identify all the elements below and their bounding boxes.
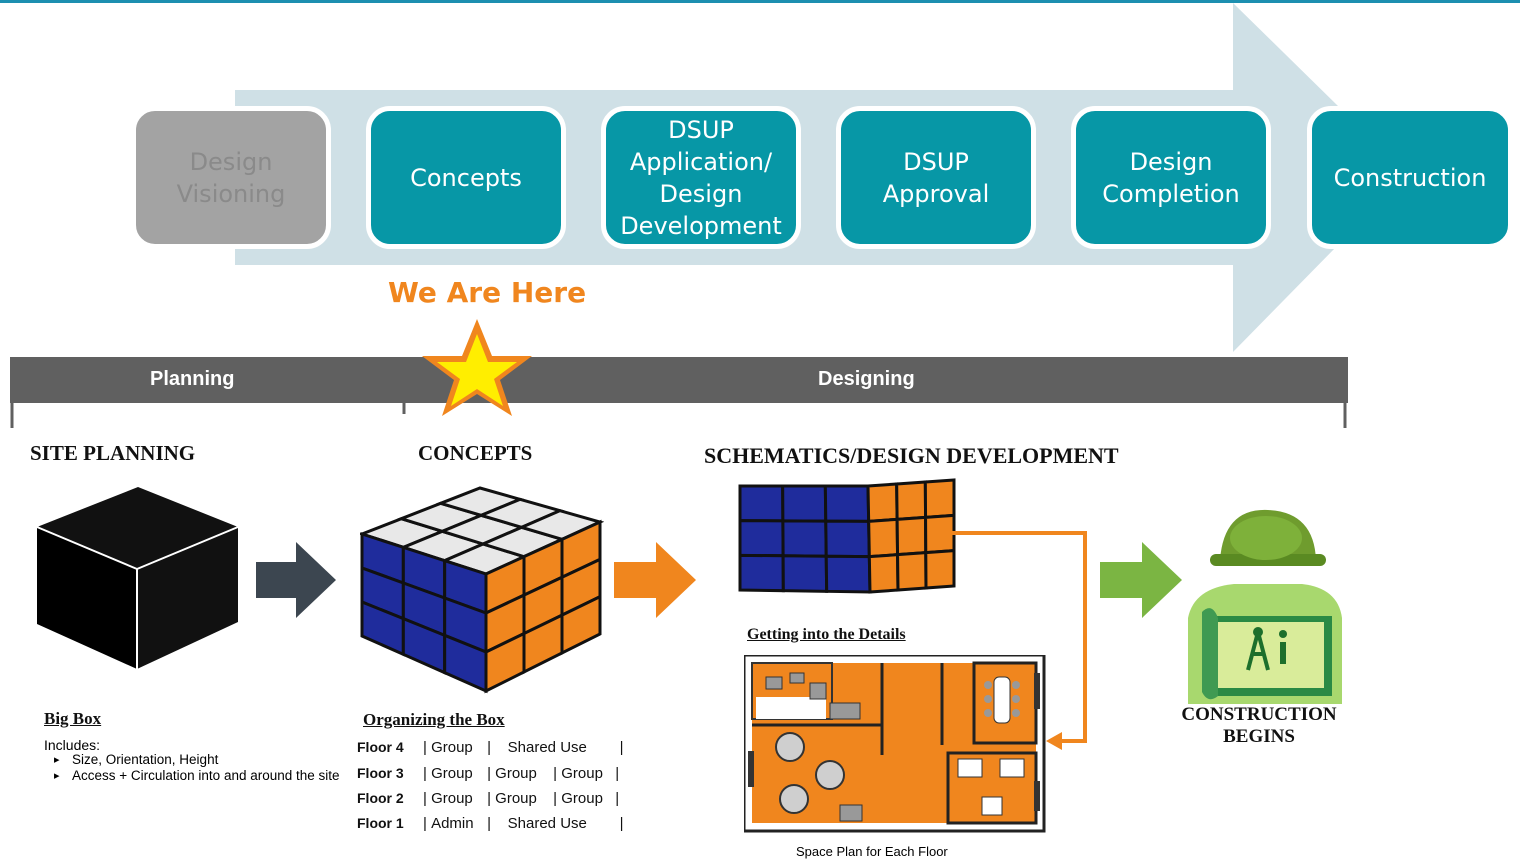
star-icon <box>422 319 532 416</box>
details-heading: Getting into the Details <box>747 626 906 643</box>
site-planning-title: SITE PLANNING <box>30 441 196 465</box>
floor-segment: Admin <box>431 815 474 832</box>
cube-right-tile <box>866 482 899 523</box>
floor-row: Floor 3| Group| Group| Group| <box>357 765 620 782</box>
big-box-cube <box>36 487 239 669</box>
step-dsup-application[interactable]: DSUP Application/ Design Development <box>601 106 801 249</box>
cube-front-tile <box>781 484 828 523</box>
floor-label: Floor 3 <box>357 765 404 781</box>
includes-label: Includes: <box>44 737 101 753</box>
cube-right-tile <box>896 551 928 592</box>
floor-segment: Shared Use <box>507 815 587 832</box>
floor-segment: Group <box>495 790 537 807</box>
includes-list: Size, Orientation, Height Access + Circu… <box>46 752 352 784</box>
floor-segment: Shared Use <box>507 739 587 756</box>
cube-front-tile <box>738 553 785 593</box>
floor-row: Floor 4| Group| Shared Use| <box>357 739 624 756</box>
cube-front-tile <box>738 484 785 523</box>
floor-row: Floor 1| Admin| Shared Use| <box>357 815 624 832</box>
phase-planning-label: Planning <box>150 368 235 390</box>
floor-label: Floor 2 <box>357 790 404 806</box>
construction-begins-title: CONSTRUCTION BEGINS <box>1164 704 1354 748</box>
we-are-here-label: We Are Here <box>388 276 587 309</box>
dark-arrow-icon <box>256 542 336 618</box>
floor-row: Floor 2| Group| Group| Group| <box>357 790 620 807</box>
cube-right-tile <box>867 553 900 594</box>
construction-worker-icon <box>1188 509 1342 704</box>
green-arrow-icon <box>1100 542 1182 618</box>
big-box-heading: Big Box <box>44 709 102 728</box>
floor-label: Floor 1 <box>357 815 404 831</box>
floor-label: Floor 4 <box>357 739 404 755</box>
list-item: Size, Orientation, Height <box>54 752 352 768</box>
cube-right-tile <box>895 515 928 557</box>
phase-brackets <box>10 400 1347 428</box>
cube-front-tile <box>738 519 785 558</box>
cube-front-tile <box>781 554 829 593</box>
step-concepts[interactable]: Concepts <box>366 106 566 249</box>
organizing-box-heading: Organizing the Box <box>363 710 505 729</box>
cube-front-tile <box>781 519 828 558</box>
floor-segment: Group <box>431 739 473 756</box>
floor-segment: Group <box>431 765 473 782</box>
phase-designing-label: Designing <box>818 368 915 390</box>
cube-right-tile <box>895 480 928 521</box>
step-design-visioning[interactable]: Design Visioning <box>131 106 331 249</box>
floor-segment: Group <box>561 790 603 807</box>
floor-segment: Group <box>431 790 473 807</box>
floor-plan <box>744 655 1046 833</box>
floor-plan-caption: Space Plan for Each Floor <box>796 844 948 859</box>
construction-title-line2: BEGINS <box>1223 726 1295 747</box>
schematic-cube <box>738 478 956 594</box>
cube-front-tile <box>823 484 871 523</box>
cube-front-tile <box>824 554 872 594</box>
cube-right-tile <box>560 594 602 656</box>
step-construction[interactable]: Construction <box>1307 106 1513 249</box>
orange-arrow-icon <box>614 542 696 618</box>
cube-right-tile <box>923 478 956 519</box>
concepts-title: CONCEPTS <box>418 441 533 465</box>
floor-segment: Group <box>495 765 537 782</box>
organized-box-cube <box>360 486 604 694</box>
phase-bar <box>10 357 1348 403</box>
cube-right-tile <box>924 549 956 590</box>
schematics-title: SCHEMATICS/DESIGN DEVELOPMENT <box>704 443 1119 468</box>
step-dsup-approval[interactable]: DSUP Approval <box>836 106 1036 249</box>
top-accent-line <box>0 0 1520 3</box>
list-item: Access + Circulation into and around the… <box>54 768 352 784</box>
cube-front-tile <box>824 519 871 559</box>
floor-segment: Group <box>561 765 603 782</box>
construction-title-line1: CONSTRUCTION <box>1181 704 1337 725</box>
step-design-completion[interactable]: Design Completion <box>1071 106 1271 249</box>
cube-right-tile <box>867 517 900 559</box>
details-connector-arrow <box>952 531 1087 750</box>
